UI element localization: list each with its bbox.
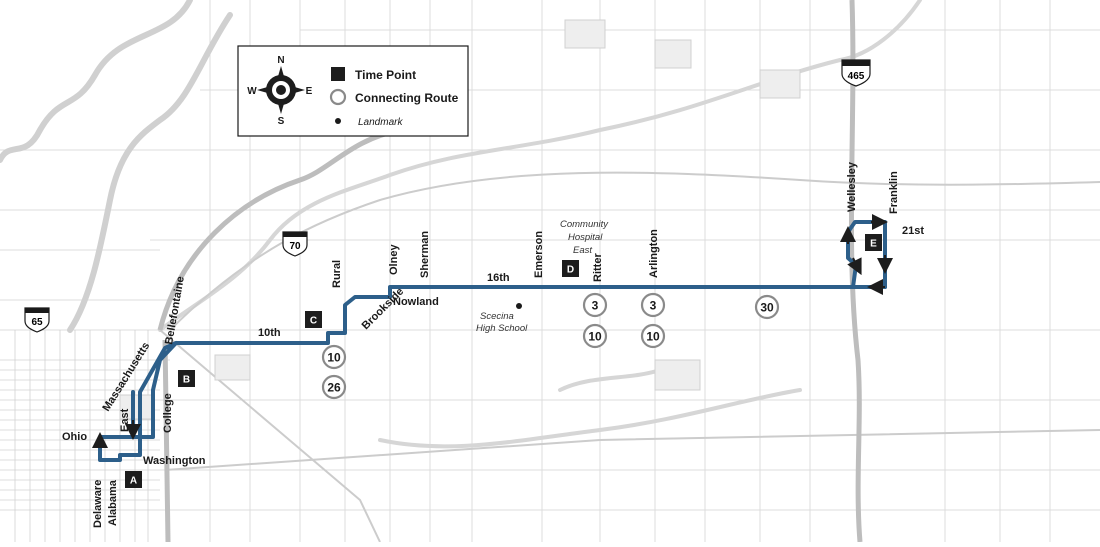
interstate-465-shield: 465 [841, 59, 871, 87]
svg-text:70: 70 [289, 241, 301, 252]
street-label-arlington: Arlington [648, 229, 660, 278]
svg-text:C: C [310, 316, 317, 327]
svg-text:Hospital: Hospital [568, 232, 603, 243]
connecting-route-26-rural: 26 [321, 374, 347, 400]
svg-text:S: S [278, 116, 285, 127]
street-label-16th: 16th [487, 272, 510, 284]
svg-text:10: 10 [588, 330, 602, 344]
street-label-alabama: Alabama [107, 479, 119, 526]
svg-text:Scecina: Scecina [480, 311, 514, 322]
svg-text:N: N [277, 55, 284, 66]
connecting-route-10-arlington: 10 [640, 323, 666, 349]
street-label-wellesley: Wellesley [846, 161, 858, 212]
legend: N S W E Time Point Connecting Route Land… [237, 45, 469, 137]
street-label-ritter: Ritter [592, 253, 604, 282]
connecting-route-10-ritter: 10 [582, 323, 608, 349]
connecting-route-3-ritter: 3 [582, 292, 608, 318]
street-label-olney: Olney [388, 244, 400, 275]
route-line [98, 220, 887, 462]
svg-text:465: 465 [848, 71, 865, 82]
svg-text:B: B [183, 375, 190, 386]
connecting-route-10-rural: 10 [321, 344, 347, 370]
legend-landmark-label: Landmark [358, 117, 403, 128]
connecting-route-3-arlington: 3 [640, 292, 666, 318]
street-label-10th: 10th [258, 327, 281, 339]
landmark-scecina: Scecina High School [476, 303, 528, 334]
connecting-route-30: 30 [754, 294, 780, 320]
svg-text:E: E [306, 86, 313, 97]
river [0, 0, 233, 333]
svg-text:W: W [247, 86, 257, 97]
street-label-sherman: Sherman [419, 231, 431, 278]
compass-icon: N S W E [247, 55, 312, 127]
street-label-franklin: Franklin [888, 171, 900, 214]
svg-text:26: 26 [327, 381, 341, 395]
legend-connecting-route-icon [329, 88, 347, 106]
street-label-east: East [119, 408, 131, 432]
landmark-community-hospital: Community Hospital East [560, 219, 609, 256]
svg-text:D: D [567, 265, 574, 276]
street-label-college: College [162, 393, 174, 433]
svg-text:E: E [870, 239, 877, 250]
svg-text:Community: Community [560, 219, 609, 230]
svg-text:High School: High School [476, 323, 528, 334]
street-label-washington: Washington [143, 455, 206, 467]
creek [158, 0, 922, 449]
interstate-65-shield: 65 [24, 307, 50, 333]
time-point-b: B [178, 370, 195, 387]
svg-text:30: 30 [760, 301, 774, 315]
svg-text:10: 10 [646, 330, 660, 344]
svg-text:10: 10 [327, 351, 341, 365]
parcels [119, 19, 801, 420]
street-label-emerson: Emerson [533, 231, 545, 278]
time-point-d: D [562, 260, 579, 277]
direction-arrows [92, 214, 893, 448]
interstates [157, 0, 863, 543]
legend-time-point-label: Time Point [355, 68, 416, 82]
street-label-ohio: Ohio [62, 431, 87, 443]
interstate-70-shield: 70 [282, 231, 308, 257]
time-point-a: A [125, 471, 142, 488]
landmark-dot [516, 303, 522, 309]
time-point-e: E [865, 234, 882, 251]
railroad [159, 171, 1100, 543]
street-label-21st: 21st [902, 225, 924, 237]
legend-time-point-icon [331, 67, 345, 81]
street-label-rural: Rural [331, 260, 343, 288]
svg-text:3: 3 [650, 299, 657, 313]
svg-text:3: 3 [592, 299, 599, 313]
street-label-brookside: Brookside [360, 286, 407, 333]
street-label-delaware: Delaware [92, 480, 104, 528]
legend-landmark-icon [335, 118, 341, 124]
svg-text:65: 65 [31, 317, 43, 328]
time-point-c: C [305, 311, 322, 328]
street-label-nowland: Nowland [393, 296, 439, 308]
legend-connecting-route-label: Connecting Route [355, 91, 459, 105]
svg-text:A: A [130, 476, 137, 487]
svg-text:East: East [573, 245, 592, 256]
